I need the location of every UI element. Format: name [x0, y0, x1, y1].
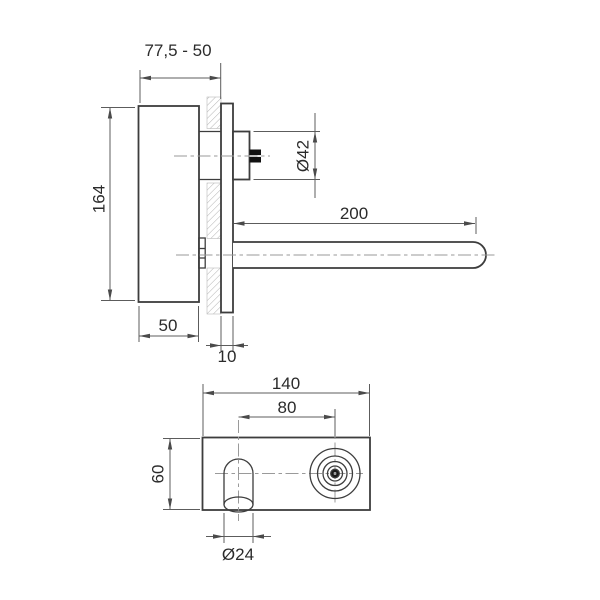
dim-plate-thickness: 10	[206, 316, 248, 366]
dim-label-spout-reach: 200	[340, 204, 368, 223]
dim-label-plate-height: 60	[149, 465, 168, 484]
dim-center-distance: 80	[238, 398, 336, 436]
side-view: 77,5 - 50 164 Ø42 200	[90, 41, 497, 366]
handle-knob	[309, 447, 361, 500]
spout-connector	[198, 237, 206, 269]
dim-height: 164	[90, 107, 135, 301]
wall-hatch-segment	[206, 267, 222, 315]
front-spout	[223, 458, 254, 513]
wall-hatch-segment	[206, 182, 222, 239]
dim-spout-diameter: Ø24	[206, 513, 271, 564]
front-view: 140 80 60 Ø24	[149, 374, 371, 564]
dim-embedment-range: 77,5 - 50	[139, 41, 222, 103]
wall-plate	[220, 102, 234, 314]
dim-label-spout-diameter: Ø24	[222, 545, 254, 564]
wall-hatching	[206, 96, 222, 315]
dim-plate-width: 140	[202, 374, 370, 436]
dim-label-height: 164	[90, 185, 109, 213]
dim-plate-height: 60	[149, 438, 200, 510]
dim-label-embedment: 77,5 - 50	[144, 41, 211, 60]
dim-label-center-distance: 80	[278, 398, 297, 417]
dim-label-valve-diameter: Ø42	[294, 140, 313, 172]
mixer-body	[137, 105, 200, 303]
dim-label-plate-width: 140	[272, 374, 300, 393]
spout-outlet	[223, 496, 254, 513]
dim-label-body-depth: 50	[159, 316, 178, 335]
dim-body-depth: 50	[138, 306, 199, 342]
dim-label-plate-thickness: 10	[218, 347, 237, 366]
dim-valve-diameter: Ø42	[253, 113, 320, 198]
handle-set-screw	[331, 469, 339, 478]
wall-hatch-segment	[206, 96, 222, 129]
dim-spout-reach: 200	[233, 204, 477, 234]
